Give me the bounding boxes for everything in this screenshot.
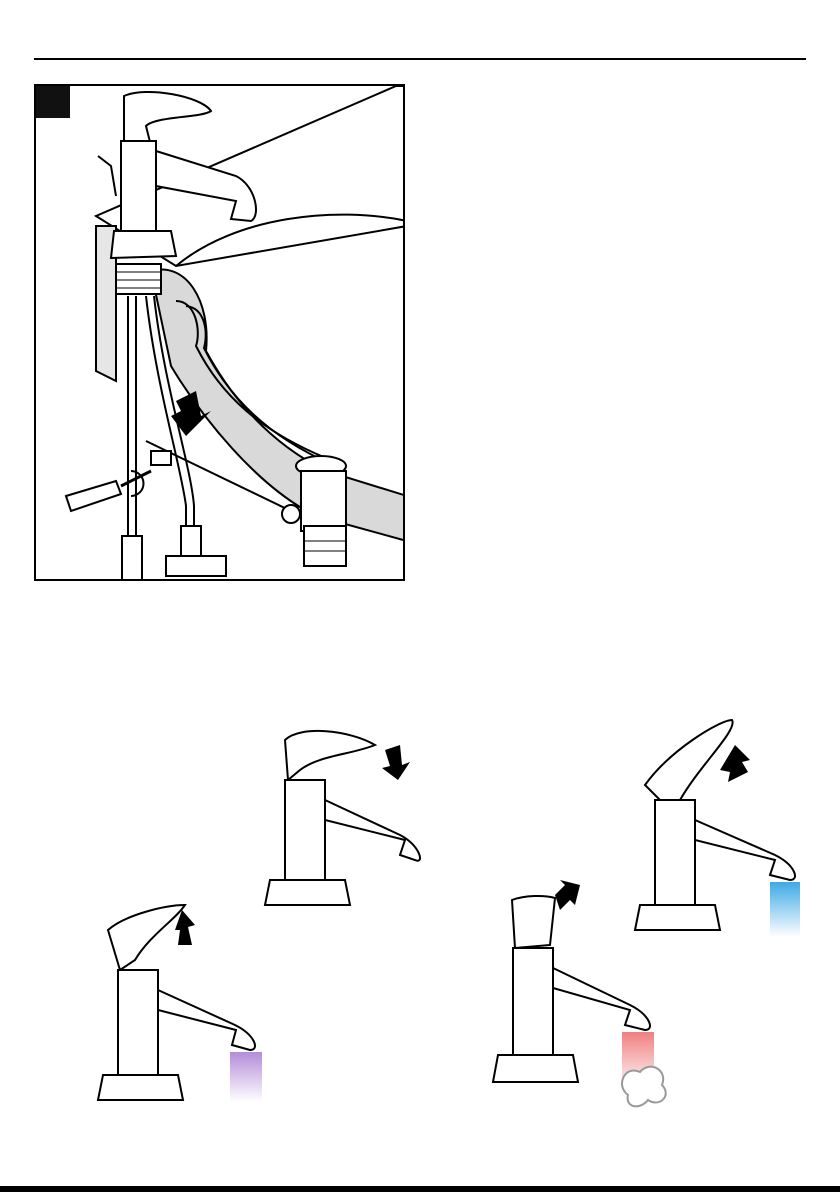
tap-cold-view [635,720,800,937]
mixed-water-stream [230,1052,262,1102]
tap-lever [124,92,211,146]
installation-figure [34,84,405,581]
tap-off-view [265,731,420,905]
installation-diagram [36,86,405,581]
waste-body [301,471,346,531]
page-bottom-edge [0,1186,840,1192]
cold-valve [122,536,142,581]
arrow-up-icon [175,910,195,945]
tap-mixed-view [98,905,262,1102]
tap-body [121,141,156,231]
arrow-down-icon [382,745,410,780]
arrow-up-left-icon [555,880,580,910]
operation-views [0,690,840,1160]
step-badge [36,86,70,118]
arrow-up-icon [720,745,750,782]
cold-water-stream [770,882,800,937]
screwdriver-handle [66,481,121,511]
tap-base [111,231,176,258]
steam-icon [622,1067,666,1107]
header-rule [34,58,806,60]
